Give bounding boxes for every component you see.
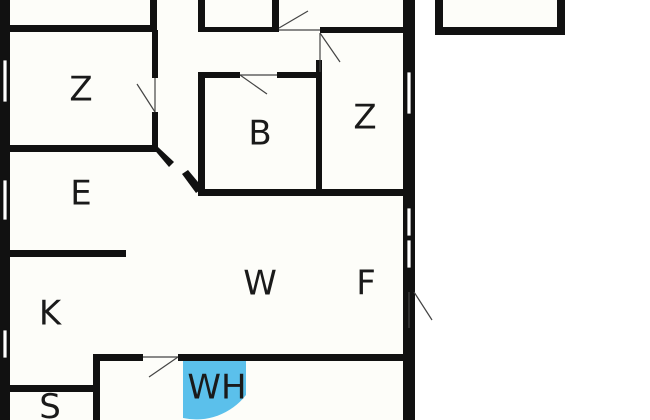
room-label-entrance: E [70, 174, 91, 214]
floor-areas [0, 0, 563, 420]
windows [2, 59, 412, 359]
room-label-storage: S [39, 387, 61, 420]
doors [136, 10, 433, 378]
window [406, 239, 412, 269]
door-swing [239, 74, 268, 95]
door-swing [413, 291, 433, 321]
window [2, 179, 8, 221]
utility-wet-area-highlight [183, 358, 246, 420]
door-swing [136, 83, 156, 113]
window [2, 329, 8, 359]
window [406, 71, 412, 115]
door-swing [278, 10, 309, 29]
room-label-bedroom-top-left: Z [69, 70, 92, 110]
door-swing [148, 356, 179, 378]
room-label-living-room: W [243, 264, 277, 304]
room-label-utility: WH [187, 368, 246, 408]
window [2, 59, 8, 103]
window [406, 207, 412, 237]
room-label-kitchen: K [39, 294, 63, 334]
room-label-bathroom: B [248, 114, 271, 154]
room-labels: Z B Z E W F K WH S [39, 70, 377, 420]
room-label-hallway: F [356, 264, 376, 304]
room-label-bedroom-right: Z [353, 98, 376, 138]
door-swing [319, 32, 341, 63]
